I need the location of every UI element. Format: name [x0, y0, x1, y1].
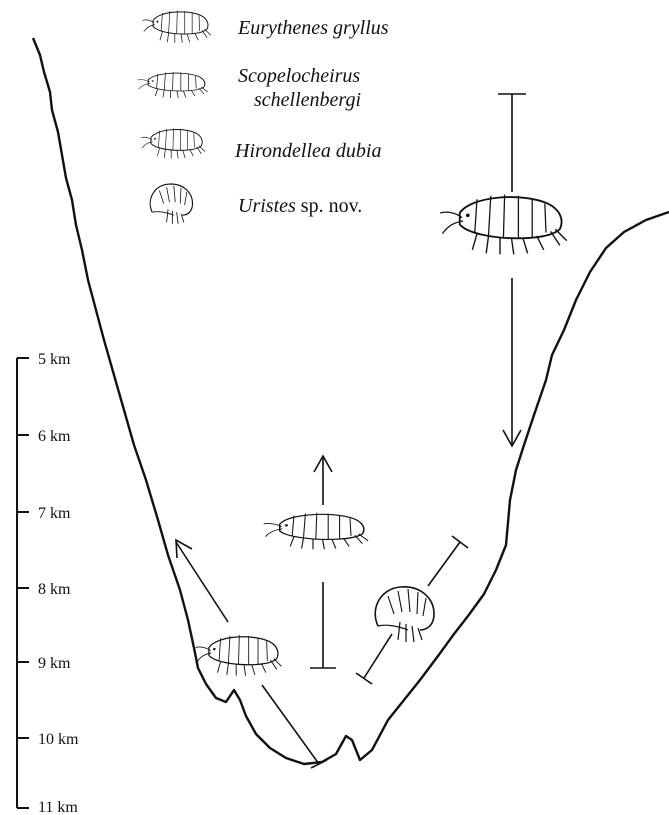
uristes-icon	[375, 587, 434, 642]
eurythenes-icon	[440, 195, 567, 255]
depth-tick-11: 11 km	[17, 799, 78, 815]
svg-text:10 km: 10 km	[38, 731, 79, 748]
legend-entry-scopelocheirus-genus: Scopelocheirus	[238, 65, 360, 87]
svg-text:11 km: 11 km	[38, 799, 78, 815]
scopelocheirus-icon	[264, 513, 369, 549]
depth-tick-9: 9 km	[17, 655, 71, 672]
legend-entry-uristes: Uristes sp. nov.	[238, 195, 362, 217]
svg-text:6 km: 6 km	[38, 428, 71, 445]
svg-text:5 km: 5 km	[38, 351, 71, 368]
eurythenes-range	[498, 94, 526, 446]
depth-scale: 5 km 6 km 7 km 8 km 9 km 10 km 11 km	[17, 351, 79, 815]
depth-tick-7: 7 km	[17, 505, 71, 522]
eurythenes-legend-icon	[143, 10, 211, 42]
hirondellea-legend-icon	[141, 128, 205, 158]
scopelocheirus-range	[310, 456, 336, 668]
depth-tick-8: 8 km	[17, 581, 71, 598]
uristes-legend-icon	[150, 184, 192, 224]
legend-entry-hirondellea: Hirondellea dubia	[234, 140, 381, 162]
legend: Eurythenes gryllus Scopelocheirus schell…	[137, 10, 388, 223]
svg-text:7 km: 7 km	[38, 505, 71, 522]
svg-text:8 km: 8 km	[38, 581, 71, 598]
depth-tick-6: 6 km	[17, 428, 71, 445]
legend-entry-scopelocheirus-species: schellenbergi	[254, 89, 361, 111]
depth-tick-10: 10 km	[17, 731, 79, 748]
scopelocheirus-legend-icon	[137, 72, 207, 98]
legend-entry-eurythenes: Eurythenes gryllus	[237, 17, 389, 39]
depth-tick-5: 5 km	[17, 351, 71, 368]
svg-text:9 km: 9 km	[38, 655, 71, 672]
hirondellea-icon	[196, 635, 282, 676]
